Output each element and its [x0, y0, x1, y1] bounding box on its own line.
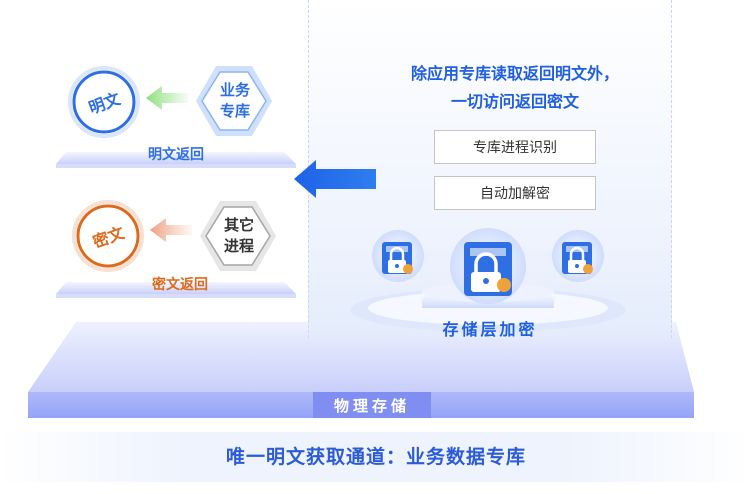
other-process-line2: 进程	[223, 237, 254, 255]
left-diagram	[56, 66, 296, 298]
business-db-line1: 业务	[219, 81, 250, 99]
encryption-heading-line1: 除应用专库读取返回明文外，	[410, 64, 619, 83]
auto-encrypt-box: 自动加解密	[434, 176, 596, 210]
other-process-hexagon: 其它 进程	[204, 215, 274, 257]
storage-encryption-graphic	[350, 228, 626, 332]
lock-icon-left	[372, 230, 424, 282]
encryption-heading: 除应用专库读取返回明文外， 一切访问返回密文	[380, 60, 650, 116]
other-process-line1: 其它	[223, 216, 254, 234]
ciphertext-return-label: 密文返回	[152, 277, 208, 293]
bottom-caption: 唯一明文获取通道：业务数据专库	[0, 432, 752, 482]
lock-icon-right	[552, 230, 604, 282]
return-arrow-icon	[294, 160, 376, 198]
business-db-hexagon: 业务 专库	[200, 80, 270, 122]
physical-storage-label: 物理存储	[313, 392, 431, 418]
encryption-heading-line2: 一切访问返回密文	[450, 92, 579, 111]
storage-encryption-label: 存储层加密	[442, 320, 538, 339]
lock-icon-center	[450, 228, 526, 304]
process-recognition-box: 专库进程识别	[434, 130, 596, 164]
business-db-line2: 专库	[219, 102, 250, 120]
plaintext-return-label: 明文返回	[148, 147, 204, 163]
